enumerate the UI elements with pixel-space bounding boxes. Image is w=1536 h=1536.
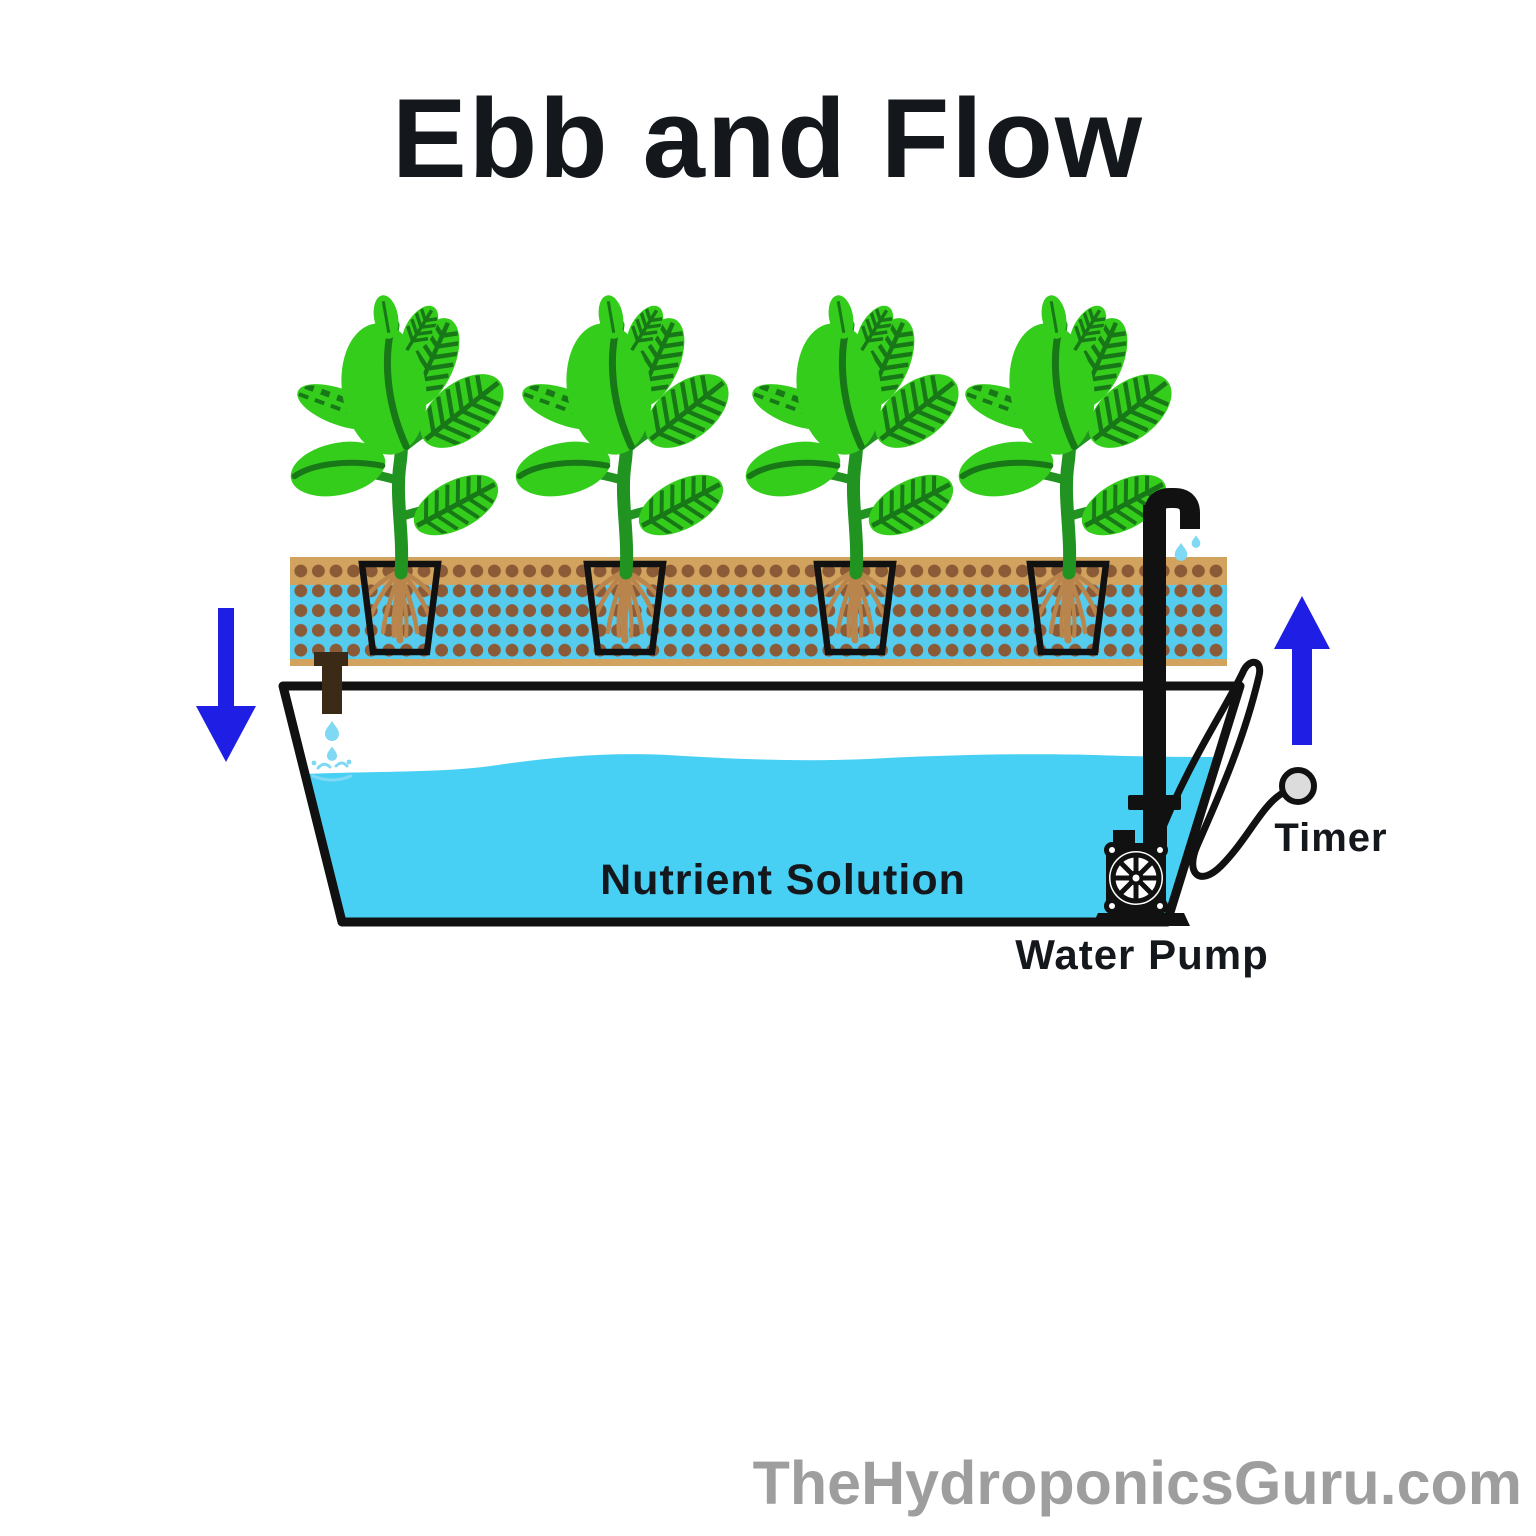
plant-icon [741,293,972,573]
nutrient-solution-label: Nutrient Solution [600,856,966,904]
water-drop-icon [325,721,339,741]
faucet-icon [1144,488,1200,540]
water-pump-icon [1092,795,1190,926]
plant-icon [511,293,742,573]
drain-drips [311,721,353,782]
splash [311,761,353,782]
pump-riser-pipe [1143,505,1166,835]
page-title: Ebb and Flow [392,76,1144,201]
water-pump-label: Water Pump [1015,931,1269,978]
drain-pipe-icon [314,652,348,714]
nutrient-solution-water [305,754,1217,919]
watermark: TheHydroponicsGuru.com [752,1449,1522,1517]
plant-icon [286,293,517,573]
tray-bottom-edge [290,659,1227,666]
water-drop-icon [326,746,338,761]
timer-icon [1279,767,1317,805]
plant-row [286,293,1185,573]
timer-cord [1154,658,1285,880]
water-drop-icon [1174,542,1188,561]
timer-label: Timer [1274,816,1388,860]
down-arrow-icon [196,608,256,762]
up-arrow-icon [1274,596,1330,745]
water-drop-icon [1191,535,1201,548]
